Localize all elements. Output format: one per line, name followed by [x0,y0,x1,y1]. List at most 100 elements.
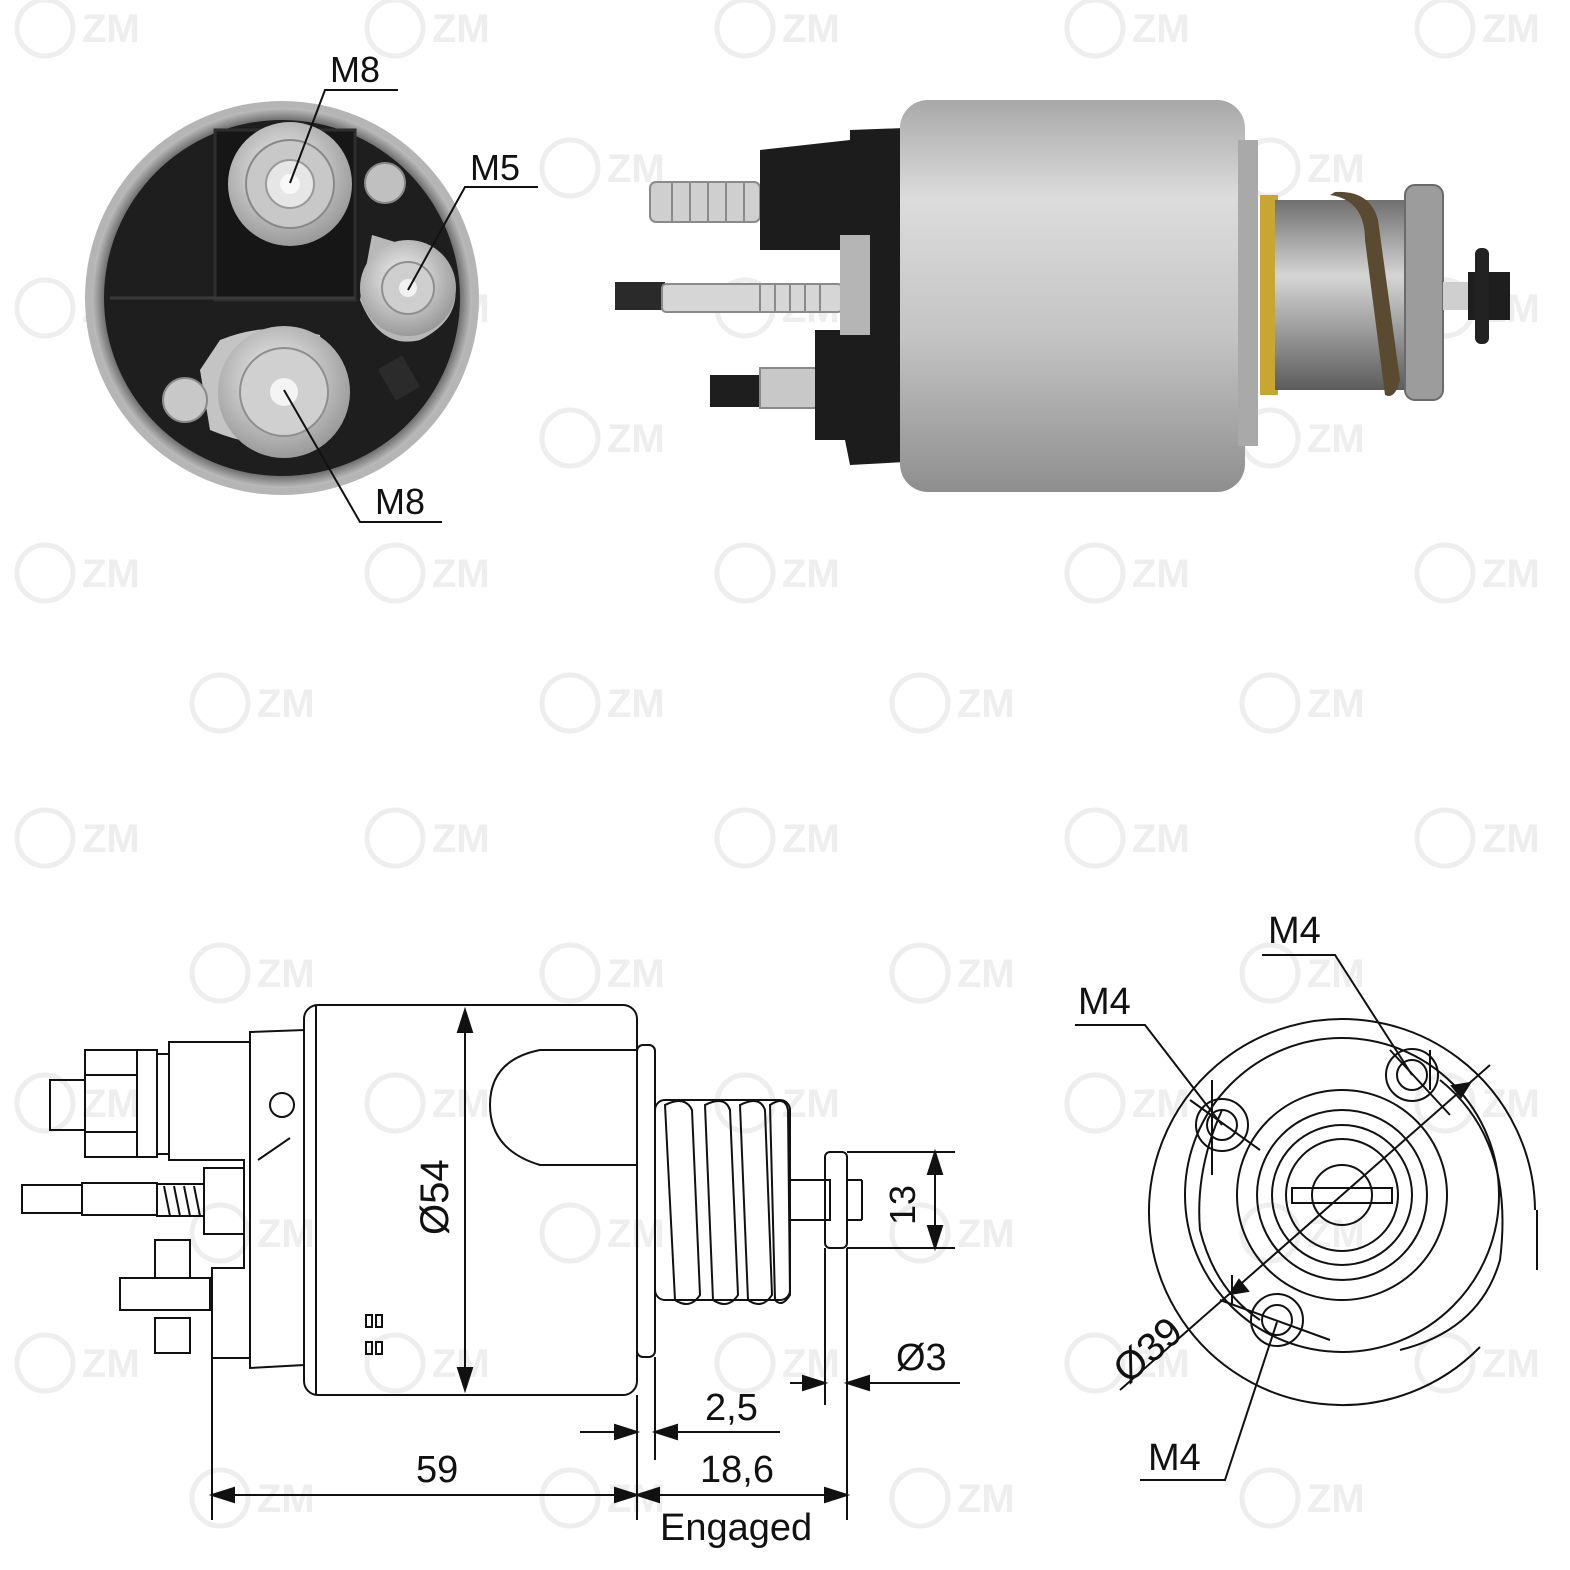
watermark-logo: ZM [1307,417,1365,461]
watermark-logo: ZM [432,817,490,861]
watermark-logo [889,1467,951,1529]
watermark-logo [1064,1072,1126,1134]
watermark-logo: ZM [257,952,315,996]
watermark-logo [1414,807,1476,869]
watermark-logo [14,1072,76,1134]
dim-body-length: 59 [416,1449,458,1491]
watermark-logo: ZM [607,1212,665,1256]
watermark-logo: ZM [607,682,665,726]
dim-diameter-body: Ø54 [413,1159,457,1235]
watermark-logo [364,1072,426,1134]
watermark-logo [1064,542,1126,604]
label-m4-left: M4 [1078,981,1131,1023]
watermark-logo [714,0,776,59]
watermark-logo [364,0,426,59]
watermark-logo [1064,0,1126,59]
watermark-logo: ZM [432,7,490,51]
watermark-logo: ZM [1482,817,1540,861]
watermark-logo: ZM [1307,147,1365,191]
flange-drawing [1075,954,1538,1481]
watermark-logo: ZM [957,682,1015,726]
watermark-logo: ZM [82,552,140,596]
label-m4-top: M4 [1268,910,1321,952]
watermark-logo: ZM [1132,7,1190,51]
dim-stroke-height: 13 [882,1185,923,1225]
watermark-logo [14,542,76,604]
watermark-logo [14,0,76,59]
watermark-logo [539,1467,601,1529]
watermark-logo [14,277,76,339]
watermark-logo [14,1332,76,1394]
watermark-logo [1414,542,1476,604]
end-cap-photo [85,101,479,495]
watermark-logo [364,1332,426,1394]
watermark-logo [189,942,251,1004]
watermark-logo [1414,1072,1476,1134]
watermark-logo [189,1202,251,1264]
side-drawing [21,1004,863,1396]
watermark-logo: ZM [1482,7,1540,51]
watermark-logo [539,672,601,734]
terminal-m8-top [228,122,352,246]
watermark-logo: ZM [1132,817,1190,861]
watermark-logo: ZM [957,952,1015,996]
watermark-logo [889,672,951,734]
watermark-logo [539,407,601,469]
top-view-leaders [283,89,538,523]
side-photo [615,100,1510,492]
side-dimensions [208,1006,960,1520]
label-m8-bottom: M8 [375,481,425,522]
watermark-logo [189,1467,251,1529]
watermark-logo [364,807,426,869]
watermark-logo [539,942,601,1004]
watermark-logo: ZM [607,417,665,461]
watermark-logo: ZM [782,7,840,51]
watermark-logo [714,1332,776,1394]
watermark-logo: ZM [82,817,140,861]
watermark-logo: ZM [1132,1342,1190,1386]
watermark-logo: ZM [257,682,315,726]
watermark-logo: ZM [957,1212,1015,1256]
watermark-logo [1239,942,1301,1004]
watermark-logo [364,542,426,604]
watermark-logo: ZM [82,7,140,51]
watermark-logo [1414,0,1476,59]
watermark-logo: ZM [257,1212,315,1256]
watermark-logo [539,1202,601,1264]
watermark-logo: ZM [1307,952,1365,996]
watermark-logo [889,942,951,1004]
watermark-logo: ZM [607,952,665,996]
label-m4-bottom: M4 [1148,1437,1201,1479]
watermark-logo: ZM [1132,552,1190,596]
watermark-logo [539,137,601,199]
watermark-logo: ZM [1482,1342,1540,1386]
watermark-logo: ZM [957,1477,1015,1521]
dim-gap: 2,5 [705,1387,758,1429]
watermark-logo [889,1202,951,1264]
watermark-logo [1064,807,1126,869]
watermark-logo: ZM [1132,1082,1190,1126]
watermark-logo: ZM [82,1082,140,1126]
watermark-logo [189,672,251,734]
watermark-logo: ZM [1307,682,1365,726]
watermark-logo: ZM [782,817,840,861]
watermark-logo: ZM [1482,552,1540,596]
watermark-logo [714,542,776,604]
watermark-logo [1239,672,1301,734]
engaged-caption: Engaged [660,1507,812,1549]
watermark-logo: ZM [257,1477,315,1521]
watermark-logo: ZM [82,1342,140,1386]
watermark-logo: ZM [1307,1477,1365,1521]
watermark-logo [14,807,76,869]
watermark-logo [1064,1332,1126,1394]
watermark-logo: ZM [432,1082,490,1126]
watermark-logo [714,807,776,869]
dim-engaged-length: 18,6 [700,1449,774,1491]
label-m8-top: M8 [330,49,380,90]
watermark-logo: ZM [782,1082,840,1126]
label-m5: M5 [470,147,520,188]
watermark-logo: ZM [782,552,840,596]
dim-pin-diameter: Ø3 [896,1337,947,1379]
watermark-logo: ZM [432,552,490,596]
